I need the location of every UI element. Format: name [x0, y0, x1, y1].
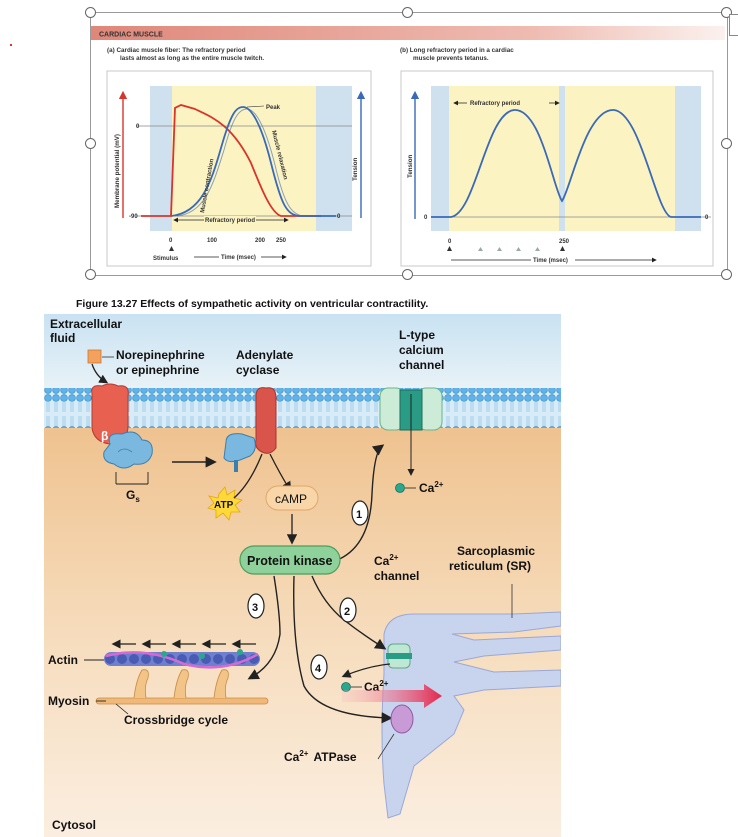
step-4-marker: [310, 654, 328, 680]
resize-handle-mr[interactable]: [721, 138, 732, 149]
resize-handle-bl[interactable]: [85, 269, 96, 280]
layout-options-icon[interactable]: [729, 14, 738, 36]
peak-label: Peak: [266, 105, 281, 111]
ca-top-label: Ca2+: [419, 480, 444, 495]
resize-handle-tm[interactable]: [402, 7, 413, 18]
banner-title: CARDIAC MUSCLE: [99, 32, 163, 39]
x-tick-0-a: 0: [169, 238, 173, 244]
tension-label-a: Tension: [352, 158, 359, 181]
resize-handle-tr[interactable]: [721, 7, 732, 18]
x-tick-250-a: 250: [276, 238, 287, 244]
panel-a-caption-1: (a) Cardiac muscle fiber: The refractory…: [107, 47, 246, 54]
x-tick-250-b: 250: [559, 239, 570, 245]
resize-handle-tl[interactable]: [85, 7, 96, 18]
tick-minus90-a: -90: [129, 214, 138, 220]
x-tick-100-a: 100: [207, 238, 218, 244]
cardiac-muscle-figure: CARDIAC MUSCLE (a) Cardiac muscle fiber:…: [91, 26, 725, 267]
tick-right-0-a: 0: [337, 214, 341, 220]
figure-caption: Figure 13.27 Effects of sympathetic acti…: [76, 298, 429, 310]
tension-label-b: Tension: [407, 155, 414, 178]
x-tick-200-a: 200: [255, 238, 266, 244]
cytosol-label: Cytosol: [52, 818, 96, 832]
adenylate-cyclase: [255, 387, 277, 454]
red-dot-marker: [10, 44, 12, 46]
step-2-label: 2: [344, 606, 350, 618]
ligand-square: [87, 349, 102, 364]
tick-0-a: 0: [136, 124, 140, 130]
atp-burst: [207, 486, 243, 521]
tick-0-b-right: 0: [705, 215, 709, 221]
step-3-marker: [247, 593, 265, 619]
atp-label: ATP: [214, 500, 234, 511]
tick-0-b-left: 0: [424, 215, 428, 221]
panel-b-caption-2: muscle prevents tetanus.: [413, 55, 489, 62]
panel-a-caption-2: lasts almost as long as the entire muscl…: [120, 55, 264, 62]
sarcoplasmic-reticulum: [381, 611, 561, 819]
crossbridge-label: Crossbridge cycle: [124, 713, 228, 727]
step-3-label: 3: [252, 602, 258, 614]
camp-label: cAMP: [275, 492, 307, 506]
camp-box: [265, 485, 319, 511]
actin-filament: [104, 649, 260, 669]
resize-handle-bm[interactable]: [402, 269, 413, 280]
actin-label: Actin: [48, 653, 78, 667]
stimulus-label: Stimulus: [153, 256, 179, 262]
atpase-label: Ca2+ATPase: [284, 749, 357, 764]
protein-kinase-label: Protein kinase: [247, 554, 332, 568]
step-2-marker: [339, 597, 357, 623]
time-label-b: Time (msec): [533, 258, 568, 264]
step-4-label: 4: [315, 663, 322, 675]
protein-kinase-box: [239, 545, 341, 575]
calcium-ion-top: [395, 483, 405, 493]
resize-handle-ml[interactable]: [85, 138, 96, 149]
ca-atpase: [390, 704, 414, 734]
ca-channel-label: Ca2+channel: [374, 553, 419, 583]
panel-b-caption-1: (b) Long refractory period in a cardiac: [400, 47, 514, 54]
myosin-filament: [95, 669, 269, 705]
time-label-a: Time (msec): [221, 255, 256, 261]
step-1-marker: [351, 500, 369, 526]
myosin-label: Myosin: [48, 694, 89, 708]
refractory-label-b: Refractory period: [470, 101, 520, 107]
x-tick-0-b: 0: [448, 239, 452, 245]
calcium-uptake-arrow: [342, 684, 442, 708]
gs-alpha-subunit: [223, 433, 256, 463]
gs-label: Gs: [126, 488, 140, 504]
resize-handle-br[interactable]: [721, 269, 732, 280]
beta1-receptor: [91, 383, 129, 445]
step-1-label: 1: [356, 509, 362, 521]
membrane-potential-label: Membrane potential (mV): [114, 134, 121, 208]
refractory-label-a: Refractory period: [205, 218, 255, 224]
